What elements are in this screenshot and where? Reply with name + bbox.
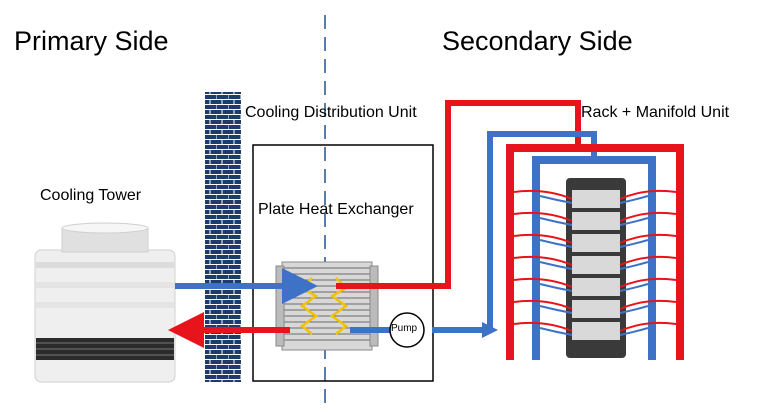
cooling-tower-label: Cooling Tower — [40, 187, 142, 204]
pump-icon — [389, 312, 425, 348]
arrowhead-into-rack — [482, 322, 498, 338]
cooling-tower — [34, 222, 176, 383]
rack-manifold-unit — [506, 144, 684, 360]
rack-manifold-label: Rack + Manifold Unit — [581, 104, 730, 121]
pump-label: Pump — [391, 323, 418, 334]
cdu-label: Cooling Distribution Unit — [245, 104, 417, 121]
brick-wall — [205, 92, 241, 382]
plate-heat-exchanger — [275, 261, 379, 351]
cdu-box — [252, 144, 434, 382]
primary-side-title: Primary Side — [14, 26, 169, 56]
phe-label: Plate Heat Exchanger — [258, 201, 414, 218]
secondary-hot-pipe — [336, 100, 581, 289]
secondary-side-title: Secondary Side — [442, 26, 633, 56]
